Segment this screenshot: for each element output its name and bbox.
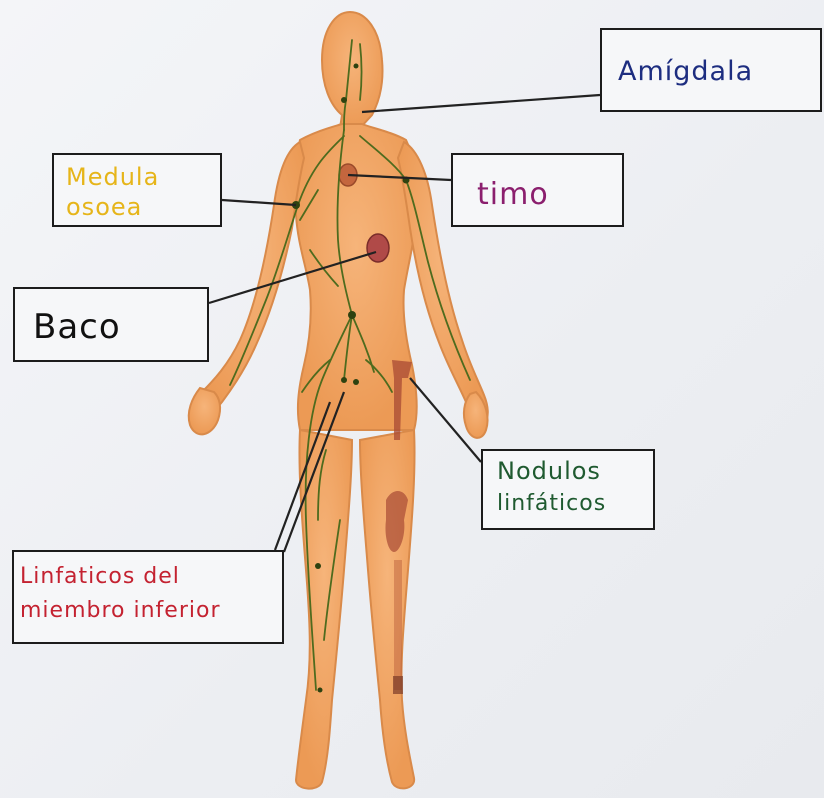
leader-amigdala	[362, 95, 600, 112]
label-baco: Baco	[33, 307, 121, 347]
right-leg	[360, 430, 415, 788]
label-box-medula-osea: Medula osoea	[52, 153, 222, 227]
human-figure	[189, 12, 488, 789]
label-nodulos-line1: Nodulos	[497, 457, 601, 485]
label-timo: timo	[477, 177, 549, 212]
spleen-organ	[367, 234, 389, 262]
label-box-nodulos-linfaticos: Nodulos linfáticos	[481, 449, 655, 530]
left-hand	[189, 388, 220, 434]
label-amigdala: Amígdala	[618, 56, 753, 87]
label-medula-line2: osoea	[66, 193, 142, 221]
label-linfaticos-line2: miembro inferior	[20, 598, 221, 623]
label-box-baco: Baco	[13, 287, 209, 362]
label-box-timo: timo	[451, 153, 624, 227]
lymph-node-ankle	[393, 676, 403, 694]
left-leg	[296, 430, 352, 789]
label-linfaticos-line1: Linfaticos del	[20, 564, 180, 589]
label-box-amigdala: Amígdala	[600, 28, 822, 112]
label-nodulos-line2: linfáticos	[497, 491, 606, 516]
label-box-linfaticos-miembro-inferior: Linfaticos del miembro inferior	[12, 550, 284, 644]
label-medula-line1: Medula	[66, 163, 159, 191]
lymph-node-shin	[394, 560, 402, 690]
